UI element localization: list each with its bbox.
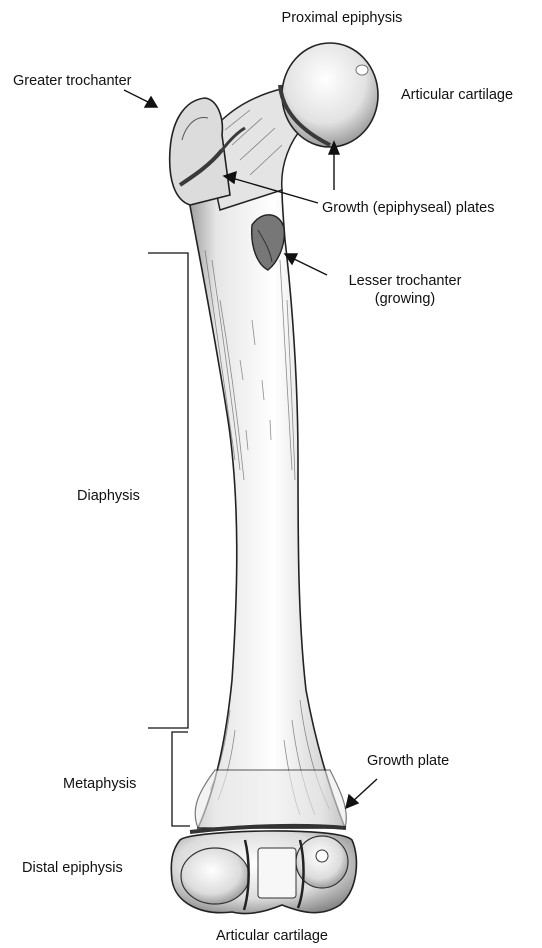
label-growth-plates: Growth (epiphyseal) plates	[322, 199, 494, 217]
diaphysis-bracket	[148, 253, 188, 728]
femoral-head	[282, 43, 378, 147]
distal-metaphysis-shape	[195, 770, 346, 828]
label-lesser-trochanter-line2: (growing)	[330, 290, 480, 308]
label-proximal-epiphysis: Proximal epiphysis	[271, 9, 413, 27]
label-growth-plate: Growth plate	[367, 752, 449, 770]
label-distal-epiphysis: Distal epiphysis	[22, 859, 123, 877]
metaphysis-bracket	[172, 732, 190, 826]
label-diaphysis: Diaphysis	[77, 487, 140, 505]
label-greater-trochanter: Greater trochanter	[13, 72, 131, 90]
femur-shaft	[188, 190, 345, 828]
label-articular-cartilage-top: Articular cartilage	[401, 86, 513, 104]
label-metaphysis: Metaphysis	[63, 775, 136, 793]
label-articular-cartilage-bottom: Articular cartilage	[172, 927, 372, 945]
label-lesser-trochanter: Lesser trochanter (growing)	[330, 272, 480, 308]
label-lesser-trochanter-line1: Lesser trochanter	[330, 272, 480, 290]
